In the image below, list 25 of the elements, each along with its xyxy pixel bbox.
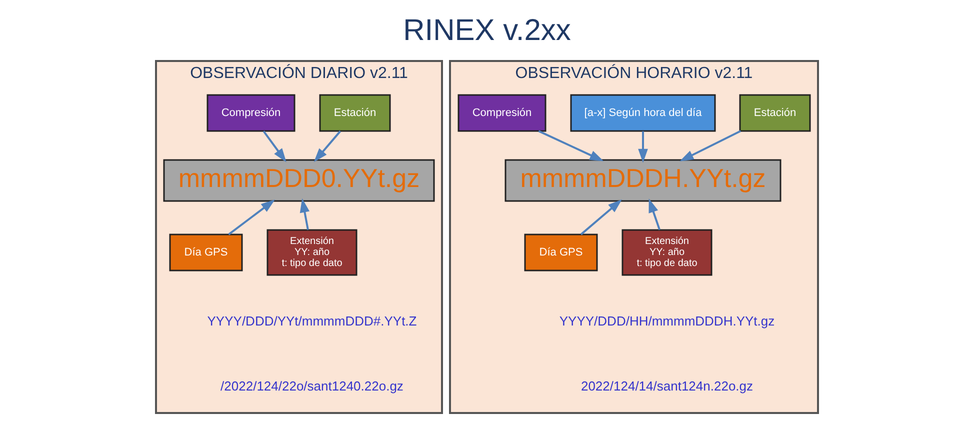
node-box: Estación bbox=[319, 94, 391, 132]
arrow bbox=[300, 198, 310, 230]
label: /2022/124/22o/sant1240.22o.gz bbox=[220, 378, 404, 394]
arrow bbox=[648, 198, 661, 230]
label: 2022/124/14/sant124n.22o.gz bbox=[580, 378, 754, 394]
diagram-title: RINEX v.2xx bbox=[403, 14, 571, 47]
node-box: Día GPS bbox=[524, 234, 598, 272]
arrow bbox=[580, 199, 622, 236]
node-box: Compresión bbox=[206, 94, 296, 132]
arrow bbox=[538, 130, 604, 162]
arrow bbox=[262, 130, 286, 162]
node-box: mmmmDDDH.YYt.gz bbox=[504, 159, 782, 202]
label: YYYY/DDD/HH/mmmmDDDH.YYt.gz bbox=[559, 313, 775, 328]
arrow bbox=[314, 130, 342, 162]
node-box: mmmmDDD0.YYt.gz bbox=[163, 159, 435, 202]
label: YYYY/DDD/YYt/mmmmDDD#.YYt.Z bbox=[207, 313, 417, 328]
node-box: Extensión YY: año t: tipo de dato bbox=[622, 229, 712, 276]
node-box: Día GPS bbox=[169, 234, 243, 272]
node-box: Estación bbox=[739, 94, 811, 132]
node-box: Compresión bbox=[458, 94, 546, 132]
arrow bbox=[680, 130, 742, 162]
arrow bbox=[638, 131, 648, 163]
node-box: Extensión YY: año t: tipo de dato bbox=[266, 229, 358, 276]
node-box: [a-x] Según hora del día bbox=[570, 94, 716, 132]
arrow bbox=[228, 200, 276, 236]
